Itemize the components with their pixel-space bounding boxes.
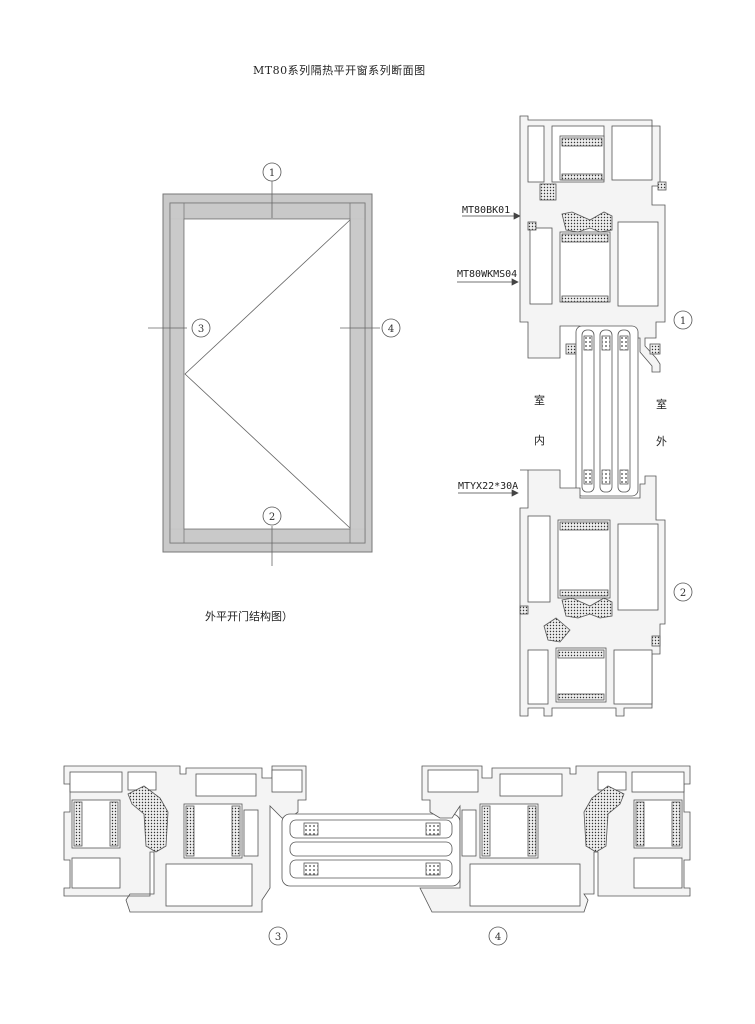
callout-circle-sec2 [673, 582, 693, 602]
callout-circle-2 [262, 506, 282, 526]
indoor-label-1: 室 [534, 394, 545, 407]
callout-4: 4 [388, 324, 394, 335]
elevation-caption: 外平开门结构图） [205, 610, 293, 623]
callout-circle-4 [381, 318, 401, 338]
callout-circle-3 [191, 318, 211, 338]
outdoor-label-1: 室 [656, 398, 667, 411]
label-mt80wkms04: MT80WKMS04 [457, 269, 518, 280]
callout-sec4: 4 [495, 932, 501, 943]
label-mt80bk01: MT80BK01 [462, 205, 511, 216]
vertical-section [519, 115, 667, 717]
outdoor-label-2: 外 [656, 435, 667, 448]
callout-circle-sec1 [673, 310, 693, 330]
callout-sec2: 2 [680, 588, 686, 599]
horizontal-section-glass [281, 813, 461, 887]
callout-1: 1 [269, 168, 275, 179]
callout-3: 3 [198, 324, 204, 335]
horizontal-section-4 [419, 765, 691, 913]
callout-sec1: 1 [680, 316, 686, 327]
callout-circle-1 [262, 162, 282, 182]
callout-circle-sec3 [268, 926, 288, 946]
label-mtyx22x30a: MTYX22*30A [458, 481, 519, 492]
callout-circle-sec4 [488, 926, 508, 946]
callout-sec3: 3 [275, 932, 281, 943]
page-title: MT80系列隔热平开窗系列断面图 [253, 64, 426, 77]
indoor-label-2: 内 [534, 434, 545, 447]
callout-2: 2 [269, 512, 275, 523]
horizontal-section-3 [63, 765, 307, 913]
window-elevation [148, 181, 380, 566]
